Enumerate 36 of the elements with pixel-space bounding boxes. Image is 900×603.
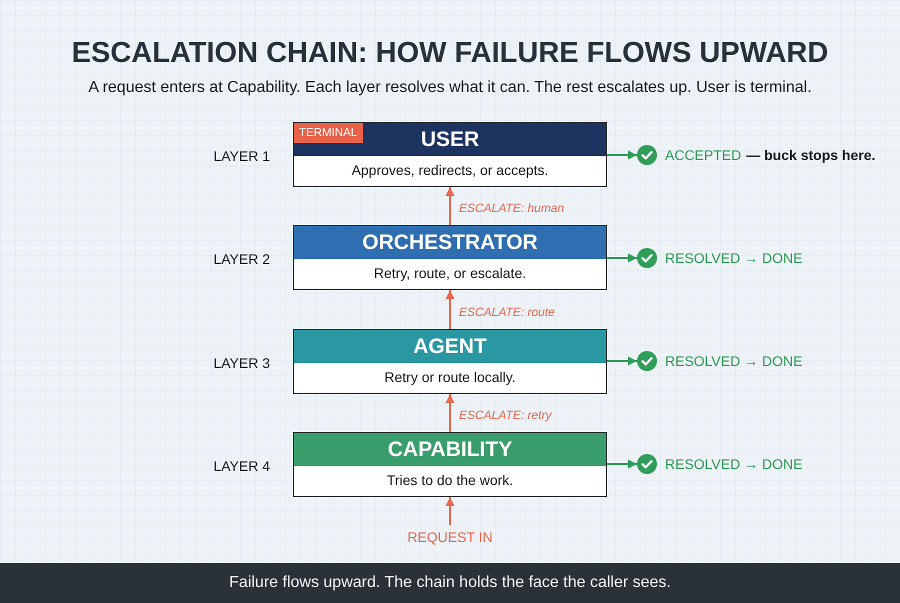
layer-description: Tries to do the work.	[386, 472, 514, 488]
status-text: ACCEPTED	[665, 147, 742, 163]
layer-description: Retry or route locally.	[384, 369, 516, 385]
arrow	[446, 290, 454, 329]
status-note: — buck stops here.	[746, 147, 876, 163]
edge-label: ESCALATE: human	[459, 201, 564, 215]
title: ESCALATION CHAIN: HOW FAILURE FLOWS UPWARD	[72, 37, 828, 69]
layer-header: ORCHESTRATOR	[294, 226, 606, 259]
status-text: RESOLVED → DONE	[665, 456, 802, 472]
edge-label: ESCALATE: retry	[459, 408, 552, 422]
layer-box	[293, 329, 607, 394]
arrow	[446, 394, 454, 432]
arrow	[607, 460, 637, 468]
layer-label: LAYER 1	[213, 148, 270, 164]
status-tag: TERMINAL	[294, 123, 364, 143]
layer-header: CAPABILITY	[294, 433, 606, 466]
status-text: RESOLVED → DONE	[665, 353, 802, 369]
arrow	[607, 356, 637, 366]
layer-label: LAYER 3	[213, 355, 270, 371]
layer-header: AGENT	[294, 330, 606, 363]
layer-description: Approves, redirects, or accepts.	[352, 162, 548, 178]
arrow	[607, 150, 637, 160]
arrow	[446, 187, 454, 225]
layer-box	[293, 122, 607, 187]
input-label: REQUEST IN	[407, 529, 493, 545]
arrow	[607, 254, 637, 262]
layer-label: LAYER 2	[213, 251, 270, 267]
caption-bar: Failure flows upward. The chain holds the face the caller sees.	[0, 563, 900, 603]
arrow	[446, 497, 454, 525]
layer-label: LAYER 4	[213, 458, 270, 474]
layer-description: Retry, route, or escalate.	[374, 265, 526, 281]
edge-label: ESCALATE: route	[459, 304, 555, 318]
layer-box	[293, 432, 607, 497]
layer-box	[293, 225, 607, 290]
subtitle: A request enters at Capability. Each layer resolves what it can. The rest escalates up. User is terminal.	[88, 79, 812, 96]
status-text: RESOLVED → DONE	[665, 250, 802, 266]
